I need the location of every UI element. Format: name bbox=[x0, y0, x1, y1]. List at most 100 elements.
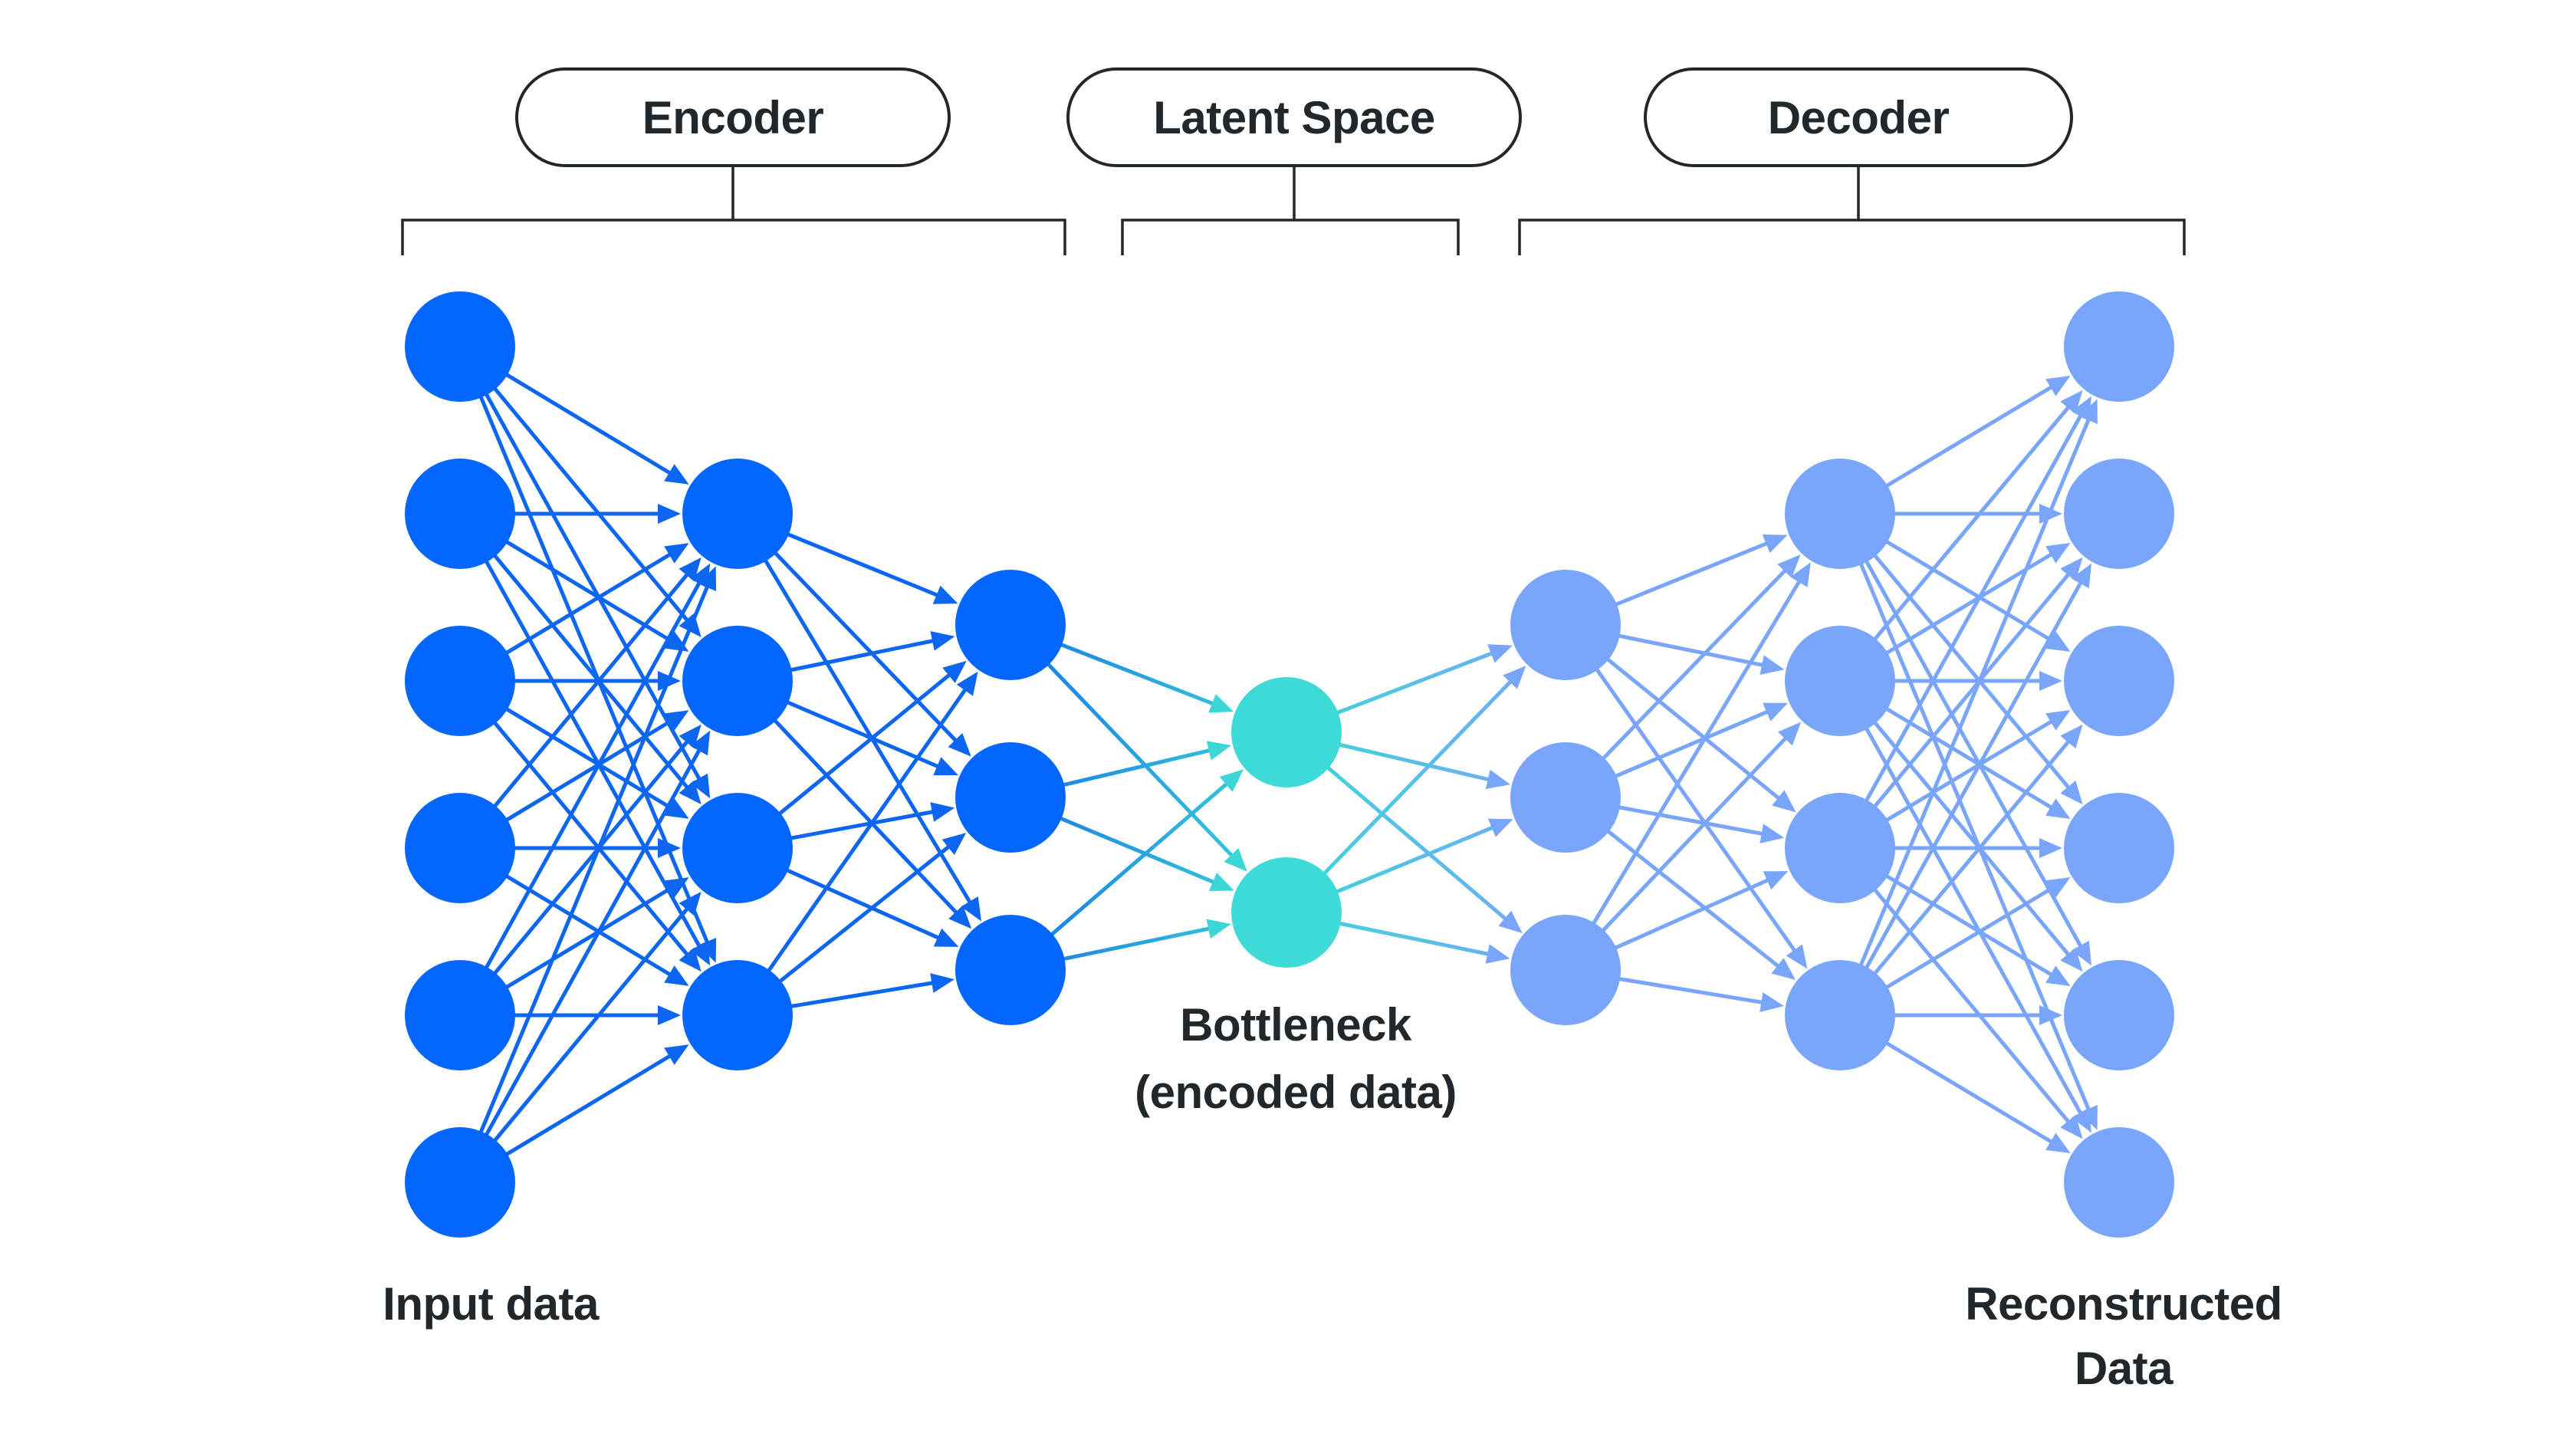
edge-arrowhead bbox=[1763, 871, 1789, 890]
edge bbox=[1320, 675, 1517, 878]
edge-arrowhead bbox=[930, 802, 955, 822]
edge-arrowhead bbox=[930, 631, 955, 651]
edge-arrowhead bbox=[2039, 838, 2062, 858]
decoder-hidden-2-node-3 bbox=[1785, 793, 1895, 903]
edge bbox=[1862, 575, 2086, 972]
output-layer-node-5 bbox=[2064, 960, 2174, 1070]
edge-arrowhead bbox=[1760, 824, 1785, 843]
edge bbox=[1336, 920, 1496, 958]
encoder-hidden-2-node-2 bbox=[955, 742, 1066, 853]
edge-arrowhead bbox=[664, 1044, 689, 1065]
edge-arrowhead bbox=[2039, 671, 2062, 691]
edge bbox=[1615, 804, 1770, 837]
input-layer-node-2 bbox=[405, 459, 515, 569]
input-data-line-1: Input data bbox=[383, 1278, 600, 1330]
edge-arrowhead bbox=[1777, 722, 1802, 746]
decoder-hidden-1-node-2 bbox=[1510, 742, 1621, 853]
edge-arrowhead bbox=[664, 464, 689, 485]
edge bbox=[1882, 538, 2058, 646]
edge bbox=[775, 669, 956, 818]
edge bbox=[477, 392, 712, 950]
edge bbox=[1335, 741, 1497, 784]
input-layer-node-1 bbox=[405, 291, 515, 402]
edge bbox=[1592, 665, 1800, 958]
edge bbox=[502, 370, 677, 478]
edge bbox=[1615, 633, 1770, 669]
edge-arrowhead bbox=[933, 928, 959, 947]
edge-arrowhead bbox=[664, 543, 689, 564]
edge bbox=[784, 531, 945, 600]
edge-arrowhead bbox=[658, 671, 681, 691]
edge bbox=[1056, 641, 1221, 709]
edge bbox=[1332, 823, 1500, 896]
bottleneck-label-line-2: (encoded data) bbox=[1135, 1067, 1457, 1118]
edge bbox=[502, 705, 677, 813]
edge-arrowhead bbox=[2045, 1133, 2071, 1153]
encoder-hidden-1-node-3 bbox=[682, 793, 793, 903]
edge bbox=[1611, 875, 1776, 952]
edge bbox=[491, 735, 693, 978]
edge bbox=[1871, 567, 2075, 810]
input-layer-node-4 bbox=[405, 793, 515, 903]
edge-arrowhead bbox=[1485, 769, 1510, 790]
decoder-hidden-1-node-3 bbox=[1510, 915, 1621, 1025]
edge-arrowhead bbox=[658, 504, 681, 524]
edge-arrowhead bbox=[678, 613, 702, 638]
edge-arrowhead bbox=[2060, 724, 2083, 749]
edge-arrowhead bbox=[1206, 919, 1231, 939]
edge-arrowhead bbox=[2060, 1114, 2083, 1139]
edge-arrowhead bbox=[2045, 710, 2071, 731]
edge-arrowhead bbox=[2039, 1005, 2062, 1025]
edge bbox=[787, 637, 941, 673]
edge bbox=[491, 384, 693, 627]
edge-arrowhead bbox=[1487, 644, 1513, 663]
encoder-hidden-2-node-3 bbox=[955, 915, 1066, 1025]
edge bbox=[1862, 408, 2086, 805]
edge-arrowhead bbox=[933, 757, 958, 776]
edge bbox=[1871, 400, 2075, 643]
edge bbox=[1871, 718, 2075, 962]
edge-arrowhead bbox=[2045, 798, 2071, 819]
title-pill-label-0: Encoder bbox=[642, 92, 824, 143]
edge bbox=[1882, 883, 2058, 991]
edge-arrowhead bbox=[658, 1005, 681, 1025]
edge bbox=[482, 576, 705, 972]
edge bbox=[502, 538, 677, 646]
input-layer-node-5 bbox=[405, 960, 515, 1070]
edge-arrowhead bbox=[1760, 992, 1784, 1012]
edge-arrowhead bbox=[2039, 504, 2062, 524]
title-pill-0 bbox=[515, 67, 951, 167]
edge-arrowhead bbox=[2045, 631, 2071, 652]
edge-arrowhead bbox=[664, 965, 689, 986]
edge bbox=[1599, 564, 1792, 763]
edge-arrowhead bbox=[1772, 790, 1796, 813]
decoder-hidden-2-node-4 bbox=[1785, 960, 1895, 1070]
edge-arrowhead bbox=[956, 671, 978, 696]
edge-arrowhead bbox=[1786, 944, 1808, 969]
edge-arrowhead bbox=[1760, 655, 1785, 675]
decoder-hidden-2-node-1 bbox=[1785, 459, 1895, 569]
edge-arrowhead bbox=[1487, 818, 1513, 837]
edge bbox=[1858, 559, 2094, 1117]
edge-arrowhead bbox=[1777, 554, 1801, 578]
encoder-hidden-1-node-1 bbox=[682, 459, 793, 569]
edge bbox=[482, 390, 705, 786]
edge-arrowhead bbox=[942, 660, 967, 683]
edge bbox=[770, 548, 962, 747]
edge-arrowhead bbox=[961, 896, 982, 922]
arrowheads-layer bbox=[658, 376, 2098, 1153]
edge-arrowhead bbox=[664, 877, 689, 898]
edge bbox=[1598, 732, 1792, 935]
edge bbox=[502, 549, 677, 657]
title-pill-label-2: Decoder bbox=[1768, 92, 1950, 143]
output-layer-node-3 bbox=[2064, 626, 2174, 736]
edge-arrowhead bbox=[2045, 376, 2071, 396]
edge-arrowhead bbox=[2072, 940, 2092, 966]
edge bbox=[1589, 574, 1805, 928]
output-layer-node-2 bbox=[2064, 459, 2174, 569]
edge bbox=[482, 557, 705, 953]
edge-arrowhead bbox=[1209, 873, 1234, 891]
edge bbox=[776, 840, 956, 985]
edge-arrowhead bbox=[1208, 694, 1234, 713]
